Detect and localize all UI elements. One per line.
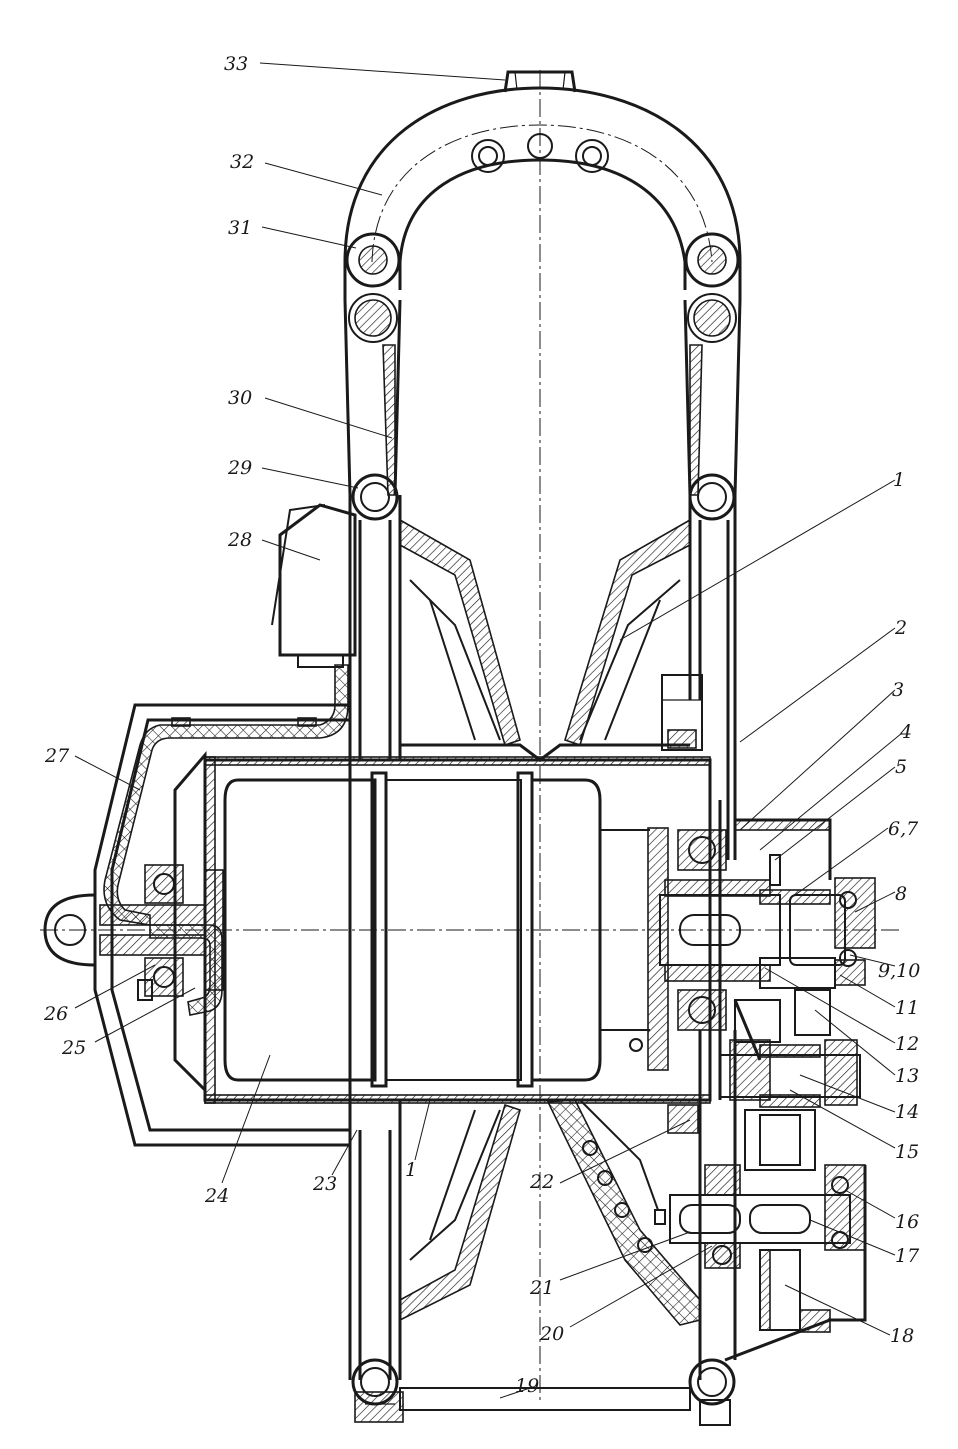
rear-cap [43,893,96,967]
callout-1-lower: 1 [405,1159,417,1181]
upper-right-bearing [661,674,703,751]
pivot-pins [345,232,740,343]
arch-bail [343,86,742,300]
callout-17: 17 [895,1245,920,1267]
callout-23: 23 [312,1173,337,1195]
callout-29: 29 [227,457,252,479]
callout-20: 20 [539,1323,564,1345]
main-shaft-bearings [659,800,781,1100]
callout-22: 22 [529,1171,554,1193]
motor-assembly [203,756,712,1104]
callout-21: 21 [529,1277,554,1299]
intermediate-shaft [719,989,861,1108]
control-box [271,503,357,668]
callout-5: 5 [895,756,907,778]
callout-31: 31 [228,217,252,239]
callout-18: 18 [890,1325,914,1347]
upper-diffuser [399,518,691,762]
callout-4: 4 [899,721,912,743]
callout-8: 8 [895,883,907,905]
callout-2: 2 [894,617,907,639]
callout-12: 12 [895,1033,919,1055]
callout-1-upper: 1 [893,469,905,491]
outer-housing [93,703,350,1147]
callout-11: 11 [895,997,919,1019]
callout-27: 27 [44,745,70,767]
gearbox-housing [733,818,876,1061]
callout-9-10: 9,10 [878,960,920,982]
callout-13: 13 [895,1065,919,1087]
gear-train [669,1030,867,1380]
callout-16: 16 [895,1211,919,1233]
callout-24: 24 [204,1185,229,1207]
callout-25: 25 [61,1037,86,1059]
lifting-eye [503,70,577,93]
callout-33: 33 [224,53,248,75]
callout-15: 15 [895,1141,919,1163]
callout-14: 14 [895,1101,919,1123]
callout-3: 3 [892,679,904,701]
leader-lines [74,62,903,1399]
callout-6-7: 6,7 [888,818,919,840]
callout-32: 32 [230,151,254,173]
callout-19: 19 [515,1375,539,1397]
callout-labels: 33 32 31 30 29 28 27 26 25 24 23 1 22 21… [43,53,920,1397]
base-bar [351,1358,736,1426]
lower-diffuser [399,1099,701,1326]
callout-26: 26 [43,1003,68,1025]
callout-28: 28 [227,529,252,551]
side-frames [343,299,742,1380]
callout-30: 30 [228,387,252,409]
